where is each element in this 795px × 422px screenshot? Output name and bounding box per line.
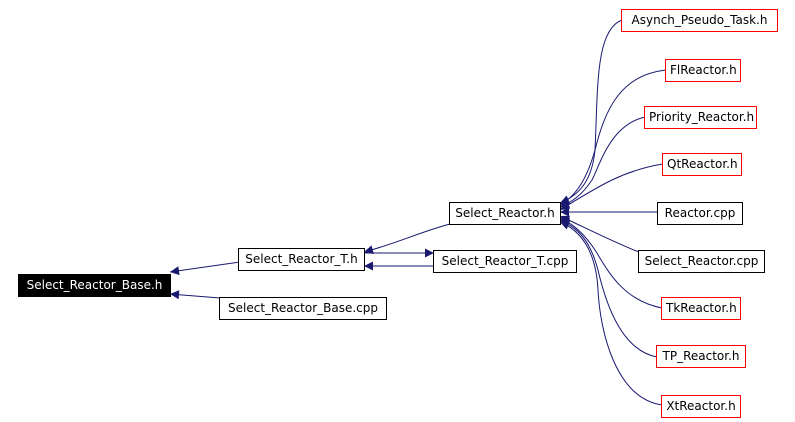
node-priority-reactor-h[interactable]: Priority_Reactor.h xyxy=(644,106,757,129)
edge-xt-to-select-reactor-h xyxy=(559,221,663,406)
edge-qt-to-select-reactor-h xyxy=(559,163,664,211)
edge-select-reactor-cpp-to-select-reactor-h xyxy=(559,215,640,253)
node-select-reactor-base-h: Select_Reactor_Base.h xyxy=(18,274,171,297)
node-select-reactor-t-h[interactable]: Select_Reactor_T.h xyxy=(238,248,365,271)
node-select-reactor-h[interactable]: Select_Reactor.h xyxy=(449,202,561,225)
node-tkreactor-h[interactable]: TkReactor.h xyxy=(661,297,741,320)
node-asynch-pseudo-task-h[interactable]: Asynch_Pseudo_Task.h xyxy=(621,9,778,32)
node-flreactor-h[interactable]: FlReactor.h xyxy=(665,59,741,82)
edge-tk-to-select-reactor-h xyxy=(559,217,663,309)
node-select-reactor-t-cpp[interactable]: Select_Reactor_T.cpp xyxy=(433,250,577,273)
edge-select-reactor-t-h-to-base-h xyxy=(169,261,241,276)
node-reactor-cpp[interactable]: Reactor.cpp xyxy=(657,202,743,225)
edge-select-reactor-h-to-t-h xyxy=(363,223,451,255)
node-tp-reactor-h[interactable]: TP_Reactor.h xyxy=(656,345,746,368)
edge-priority-to-select-reactor-h xyxy=(559,116,646,208)
node-select-reactor-base-cpp[interactable]: Select_Reactor_Base.cpp xyxy=(219,297,387,320)
node-qtreactor-h[interactable]: QtReactor.h xyxy=(662,153,742,176)
edge-fl-to-select-reactor-h xyxy=(559,69,667,206)
edge-base-cpp-to-base-h xyxy=(169,290,221,300)
edge-tp-to-select-reactor-h xyxy=(559,219,658,358)
node-select-reactor-cpp[interactable]: Select_Reactor.cpp xyxy=(638,250,765,273)
edge-asynch-to-select-reactor-h xyxy=(559,19,623,204)
node-xtreactor-h[interactable]: XtReactor.h xyxy=(661,395,741,418)
